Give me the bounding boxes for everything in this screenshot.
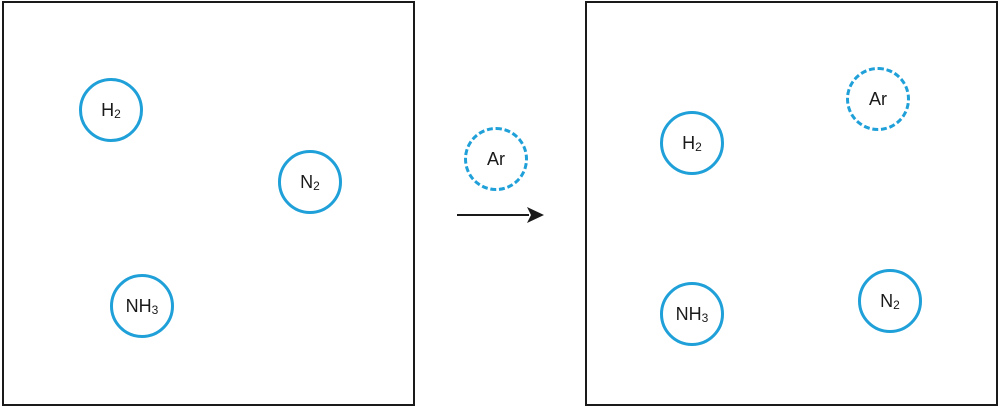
container-after [585, 1, 998, 406]
molecule-subscript: 2 [695, 140, 702, 154]
arrow-icon [457, 207, 544, 223]
molecule-subscript: 2 [313, 179, 320, 193]
molecule-subscript: 3 [701, 311, 709, 325]
molecule-symbol: N [300, 171, 314, 192]
molecule-symbol: N [880, 290, 894, 311]
container-before [2, 1, 415, 406]
molecule-symbol: Ar [869, 88, 887, 109]
molecule-ar-added: Ar [464, 127, 528, 191]
molecule-symbol: NH [125, 295, 152, 316]
molecule-symbol: H [682, 132, 696, 153]
molecule-ar-after: Ar [846, 67, 910, 131]
molecule-symbol: NH [675, 303, 702, 324]
molecule-symbol: Ar [487, 148, 505, 169]
molecule-subscript: 3 [151, 303, 159, 317]
molecule-subscript: 2 [114, 107, 121, 121]
molecule-subscript: 2 [893, 298, 900, 312]
molecule-symbol: H [101, 99, 115, 120]
